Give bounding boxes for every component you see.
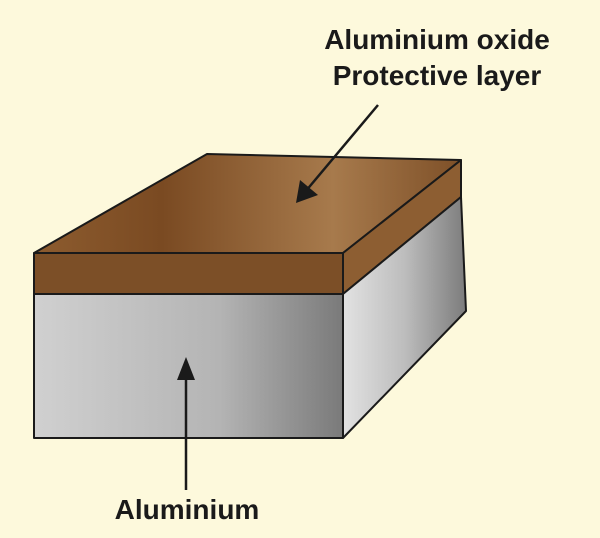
aluminium-arrow [177, 357, 195, 490]
aluminium-label: Aluminium [114, 494, 260, 525]
aluminium-side-face [342, 196, 467, 439]
oxide-label: Aluminium oxide Protective layer [300, 22, 574, 94]
oxide-arrow [296, 104, 379, 203]
oxide-front-face [33, 252, 344, 295]
oxide-label-line2: Protective layer [332, 60, 542, 91]
oxide-label-line1: Aluminium oxide [324, 24, 550, 55]
